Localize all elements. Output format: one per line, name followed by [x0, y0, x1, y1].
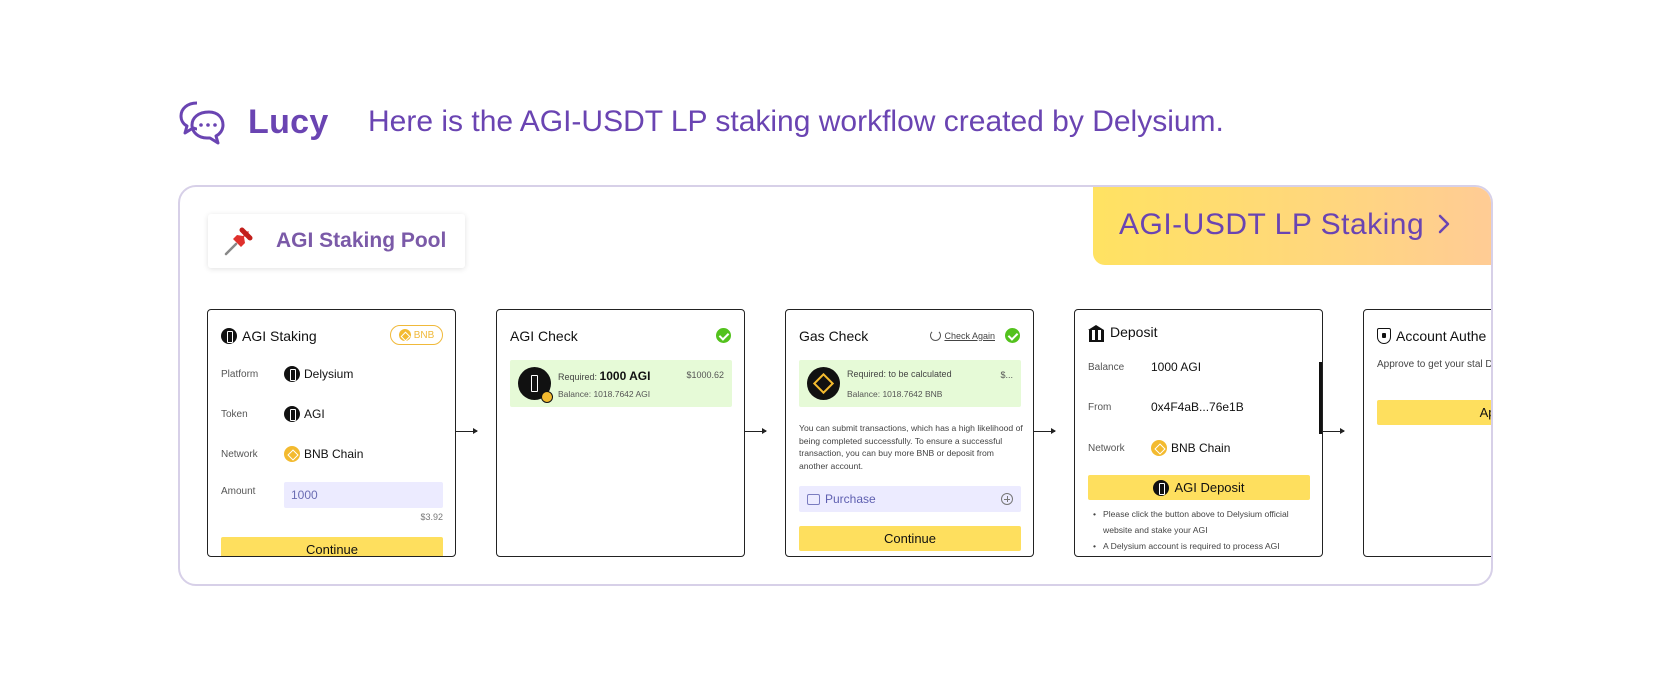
check-icon: [716, 328, 731, 343]
bank-icon: [1088, 324, 1105, 342]
continue-button[interactable]: Continue: [799, 526, 1021, 551]
platform-row: Platform Delysium: [221, 366, 354, 382]
amount-input[interactable]: [284, 482, 443, 508]
bot-name: Lucy: [248, 102, 329, 141]
agi-staking-card: AGI Staking BNB Platform Delysium Token …: [207, 309, 456, 557]
shield-icon: [1377, 328, 1391, 344]
card-title: AGI Staking: [242, 328, 317, 344]
gas-description: You can submit transactions, which has a…: [799, 423, 1023, 471]
banner-title: AGI-USDT LP Staking: [1119, 208, 1425, 241]
flow-arrow: [745, 428, 767, 434]
agi-check-card: AGI Check Required: 1000 AGI $1000.62 Ba…: [496, 309, 745, 557]
check-again-link[interactable]: Check Again: [930, 330, 995, 341]
list-item: A Delysium account is required to proces…: [1093, 538, 1308, 554]
card-title: AGI Check: [510, 328, 578, 344]
token-row: Token AGI: [221, 406, 325, 422]
list-item: Please click the button above to Delysiu…: [1093, 506, 1308, 538]
approve-button[interactable]: Appro: [1377, 400, 1491, 425]
pool-card[interactable]: AGI Staking Pool: [208, 214, 465, 268]
bnb-badge: BNB: [390, 325, 443, 345]
bnb-icon: [1151, 440, 1167, 456]
plus-circle-icon: [1001, 493, 1013, 505]
pool-title: AGI Staking Pool: [276, 229, 447, 252]
lp-staking-banner[interactable]: AGI-USDT LP Staking: [1093, 187, 1491, 265]
bnb-icon: [398, 329, 411, 341]
continue-button[interactable]: Continue: [221, 537, 443, 556]
balance-row: Balance 1000 AGI: [1088, 360, 1202, 374]
requirement-box: Required: to be calculated $... Balance:…: [799, 360, 1021, 407]
deposit-notes: Please click the button above to Delysiu…: [1093, 506, 1308, 554]
delysium-icon: [284, 366, 300, 382]
agi-deposit-button[interactable]: AGI Deposit: [1088, 475, 1310, 500]
agi-token-icon: [1153, 479, 1170, 496]
flow-arrow: [1034, 428, 1056, 434]
scrollbar[interactable]: [1319, 362, 1322, 434]
bnb-icon: [284, 446, 300, 462]
agi-token-icon: [518, 367, 553, 403]
network-row: Network BNB Chain: [221, 446, 364, 462]
gas-check-card: Gas Check Check Again Required: to be ca…: [785, 309, 1034, 557]
flow-arrow: [1323, 428, 1345, 434]
flow-arrow: [456, 428, 478, 434]
agi-token-icon: [221, 328, 237, 344]
account-auth-card: Account Authe Approve to get your stal D…: [1363, 309, 1493, 557]
pushpin-icon: [224, 227, 253, 256]
requirement-box: Required: 1000 AGI $1000.62 Balance: 101…: [510, 360, 732, 407]
bnb-icon: [807, 367, 840, 400]
chat-bubbles-icon: [179, 101, 225, 145]
check-icon: [1005, 328, 1020, 343]
chevron-right-icon[interactable]: [1435, 209, 1455, 239]
amount-usd: $3.92: [420, 512, 443, 522]
header: Lucy: [178, 98, 329, 146]
deposit-card: Deposit Balance 1000 AGI From 0x4F4aB...…: [1074, 309, 1323, 557]
card-title: Deposit: [1110, 324, 1158, 340]
chat-message: Here is the AGI-USDT LP staking workflow…: [368, 105, 1224, 138]
network-row: Network BNB Chain: [1088, 440, 1231, 456]
auth-description: Approve to get your stal Delysium: [1377, 359, 1493, 370]
refresh-icon: [930, 330, 942, 341]
amount-row: Amount: [221, 486, 256, 497]
workflow-panel: AGI Staking Pool AGI-USDT LP Staking AGI…: [178, 185, 1493, 586]
card-title: Gas Check: [799, 328, 869, 344]
purchase-button[interactable]: Purchase: [799, 486, 1021, 512]
card-title: Account Authe: [1396, 328, 1487, 344]
purchase-icon: [807, 493, 820, 505]
from-row: From 0x4F4aB...76e1B: [1088, 400, 1244, 414]
agi-token-icon: [284, 406, 300, 422]
